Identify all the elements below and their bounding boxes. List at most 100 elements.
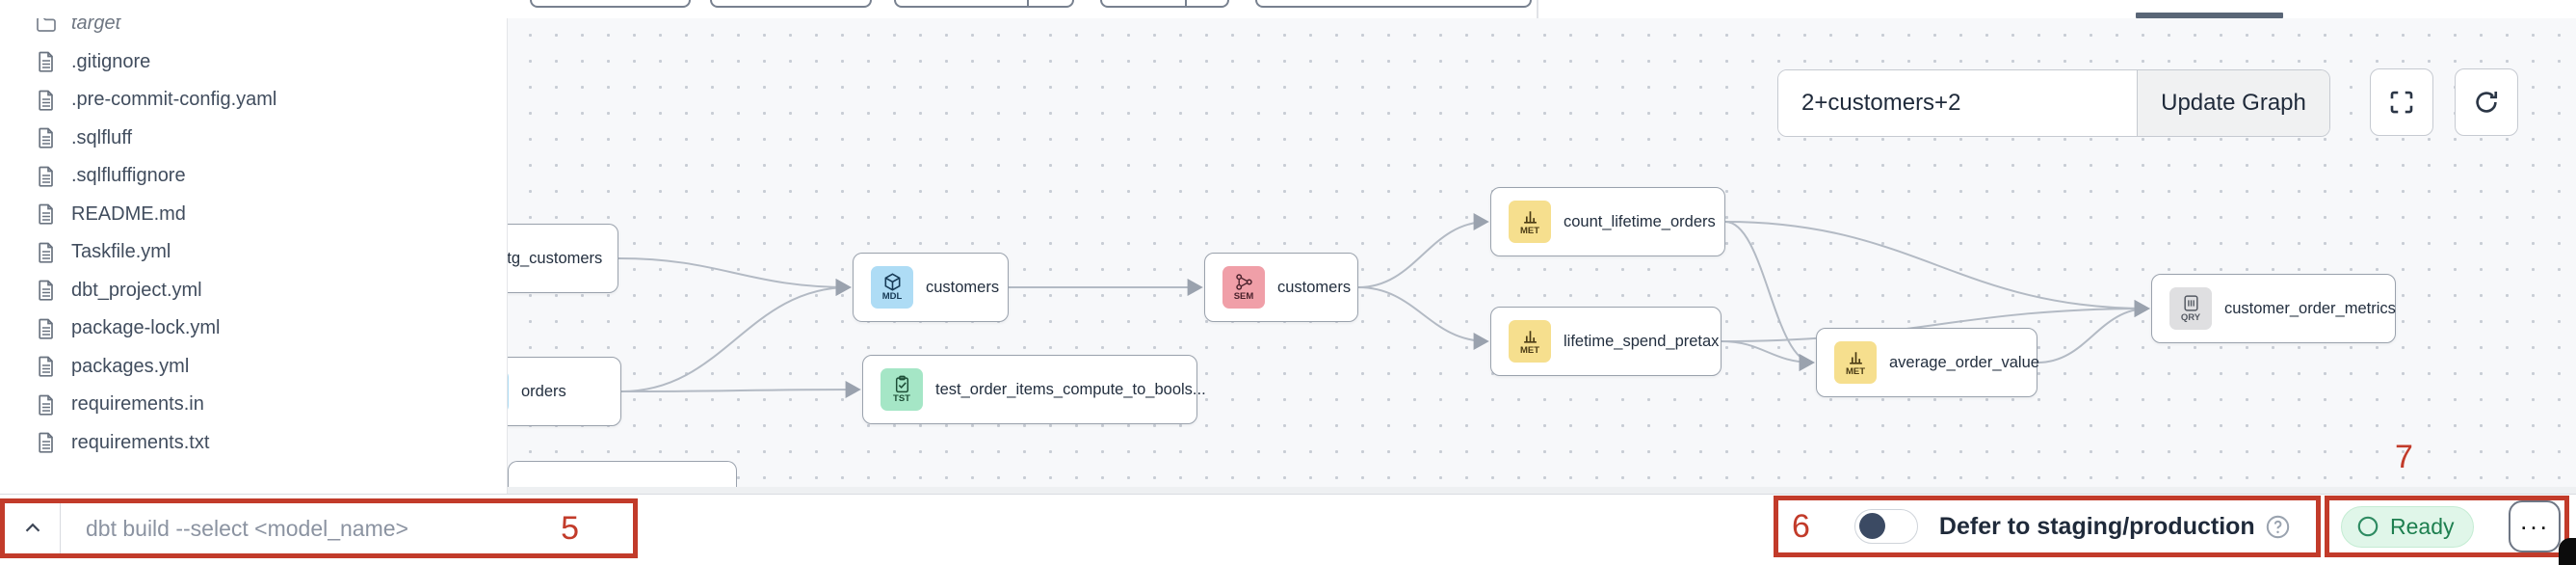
top-toolbar bbox=[0, 0, 2576, 18]
file-item[interactable]: requirements.txt bbox=[0, 424, 507, 463]
edge-orders-to-test_order_items bbox=[620, 381, 861, 399]
file-item[interactable]: Taskfile.yml bbox=[0, 233, 507, 272]
file-item[interactable]: .gitignore bbox=[0, 43, 507, 82]
chevron-up-icon bbox=[25, 523, 39, 532]
annotation-number-7: 7 bbox=[2395, 439, 2413, 475]
node-type-code: MET bbox=[1519, 226, 1540, 236]
node-type-chip: MET bbox=[1509, 201, 1551, 243]
node-type-chip: SEM bbox=[1222, 266, 1265, 309]
node-type-chip: MDL bbox=[871, 266, 913, 309]
node-type-code: MDL bbox=[881, 291, 903, 302]
toolbar-split-divider bbox=[1185, 0, 1187, 6]
node-type-chip: TST bbox=[881, 368, 923, 411]
lineage-node-stg_customers[interactable]: MDL stg_customers bbox=[508, 224, 618, 293]
edge-customers_sem-to-lifetime_spend_pretax bbox=[1357, 286, 1489, 350]
file-icon bbox=[39, 318, 53, 339]
file-item[interactable]: .sqlfluffignore bbox=[0, 157, 507, 196]
file-icon bbox=[39, 166, 53, 187]
lineage-node-count_lifetime_orders[interactable]: MET count_lifetime_orders bbox=[1490, 187, 1725, 256]
lineage-node-lifetime_spend_pretax[interactable]: MET lifetime_spend_pretax bbox=[1490, 307, 1722, 376]
file-item[interactable]: dbt_project.yml bbox=[0, 272, 507, 310]
lineage-node-customer_order_metrics[interactable]: QRY customer_order_metrics bbox=[2151, 274, 2396, 343]
lineage-edges bbox=[618, 213, 2150, 399]
edge-average_order_value-to-customer_order_metrics bbox=[2037, 300, 2150, 363]
file-name: .sqlfluff bbox=[71, 126, 132, 148]
annotation-number-5: 5 bbox=[561, 509, 579, 547]
folder-item-target[interactable]: target bbox=[0, 18, 507, 43]
edge-lifetime_spend_pretax-to-average_order_value bbox=[1721, 340, 1815, 371]
lineage-node-test_order_items[interactable]: TST test_order_items_compute_to_bools... bbox=[862, 355, 1206, 424]
node-type-code: QRY bbox=[2180, 312, 2201, 323]
node-type-icon bbox=[893, 375, 911, 393]
node-type-code: TST bbox=[893, 393, 910, 404]
node-label: customers bbox=[1277, 278, 1352, 296]
lineage-node-orders[interactable]: MDL orders bbox=[508, 357, 621, 426]
node-type-icon bbox=[1847, 348, 1865, 366]
file-icon bbox=[39, 356, 53, 377]
node-type-code: SEM bbox=[1233, 291, 1254, 302]
file-icon bbox=[39, 394, 53, 416]
file-name: packages.yml bbox=[71, 355, 190, 377]
update-graph-button[interactable]: Update Graph bbox=[2137, 70, 2329, 136]
toolbar-button-cut-2[interactable] bbox=[710, 0, 872, 8]
status-badge[interactable]: Ready bbox=[2341, 505, 2475, 548]
file-icon bbox=[39, 432, 53, 453]
defer-toggle[interactable] bbox=[1853, 509, 1918, 544]
file-item[interactable]: .pre-commit-config.yaml bbox=[0, 81, 507, 120]
folder-icon bbox=[37, 18, 56, 32]
node-label: test_order_items_compute_to_bools... bbox=[935, 380, 1206, 398]
folder-label: target bbox=[71, 18, 121, 35]
fullscreen-icon bbox=[2390, 91, 2413, 114]
file-item[interactable]: README.md bbox=[0, 196, 507, 234]
file-item[interactable]: package-lock.yml bbox=[0, 309, 507, 348]
file-name: requirements.txt bbox=[71, 431, 210, 453]
node-label: orders bbox=[521, 382, 566, 400]
lineage-node-customers_sem[interactable]: SEM customers bbox=[1204, 253, 1358, 322]
dbt-command-input[interactable] bbox=[61, 515, 562, 542]
pane-divider bbox=[1537, 0, 1538, 18]
edge-count_lifetime_orders-to-customer_order_metrics bbox=[1724, 221, 2150, 317]
node-type-chip: MET bbox=[1834, 341, 1877, 384]
file-name: Taskfile.yml bbox=[71, 241, 171, 263]
overflow-menu-button[interactable]: ... bbox=[2509, 500, 2562, 552]
toolbar-button-cut-3[interactable] bbox=[894, 0, 1074, 8]
ellipsis-icon: ... bbox=[2520, 506, 2550, 535]
file-name: package-lock.yml bbox=[71, 317, 221, 339]
annotation-box-command: 5 bbox=[0, 498, 638, 558]
refresh-icon bbox=[2476, 92, 2498, 113]
annotation-box-defer: 6 Defer to staging/production bbox=[1774, 496, 2321, 557]
file-name: .sqlfluffignore bbox=[71, 165, 186, 187]
file-item[interactable]: .sqlfluff bbox=[0, 120, 507, 158]
node-type-code: MET bbox=[1519, 345, 1540, 356]
annotation-number-6: 6 bbox=[1792, 507, 1810, 545]
file-name: .gitignore bbox=[71, 50, 151, 72]
toolbar-button-cut-1[interactable] bbox=[530, 0, 691, 8]
fullscreen-button[interactable] bbox=[2370, 68, 2433, 136]
file-name: requirements.in bbox=[71, 393, 204, 416]
lineage-node-average_order_value[interactable]: MET average_order_value bbox=[1816, 328, 2039, 397]
file-item[interactable]: requirements.in bbox=[0, 386, 507, 424]
node-type-icon bbox=[1521, 327, 1539, 345]
file-icon bbox=[39, 51, 53, 72]
lineage-selector-input[interactable] bbox=[1778, 70, 2137, 136]
file-icon bbox=[39, 203, 53, 225]
node-label: count_lifetime_orders bbox=[1564, 212, 1716, 230]
question-circle-icon[interactable] bbox=[2265, 514, 2291, 540]
node-type-chip: MDL bbox=[508, 370, 509, 413]
file-item[interactable]: packages.yml bbox=[0, 348, 507, 387]
file-icon bbox=[39, 242, 53, 263]
lineage-canvas[interactable]: MDL stg_customers MDL orders MDL custome… bbox=[508, 18, 2576, 494]
edge-orders-to-customers_mdl bbox=[620, 279, 852, 392]
refresh-button[interactable] bbox=[2455, 68, 2518, 136]
file-icon bbox=[39, 280, 53, 301]
annotation-box-status: Ready ... bbox=[2325, 496, 2569, 557]
lineage-node-customers_mdl[interactable]: MDL customers bbox=[853, 253, 1009, 322]
expand-panel-button[interactable] bbox=[5, 503, 61, 553]
toolbar-button-cut-4[interactable] bbox=[1100, 0, 1229, 8]
node-type-icon bbox=[1235, 273, 1253, 291]
toolbar-button-cut-5[interactable] bbox=[1255, 0, 1532, 8]
node-label: stg_customers bbox=[508, 249, 603, 267]
node-type-icon bbox=[1521, 207, 1539, 226]
edge-customers_sem-to-count_lifetime_orders bbox=[1357, 213, 1489, 288]
bottom-command-bar: 5 6 Defer to staging/production Ready ..… bbox=[0, 494, 2576, 565]
